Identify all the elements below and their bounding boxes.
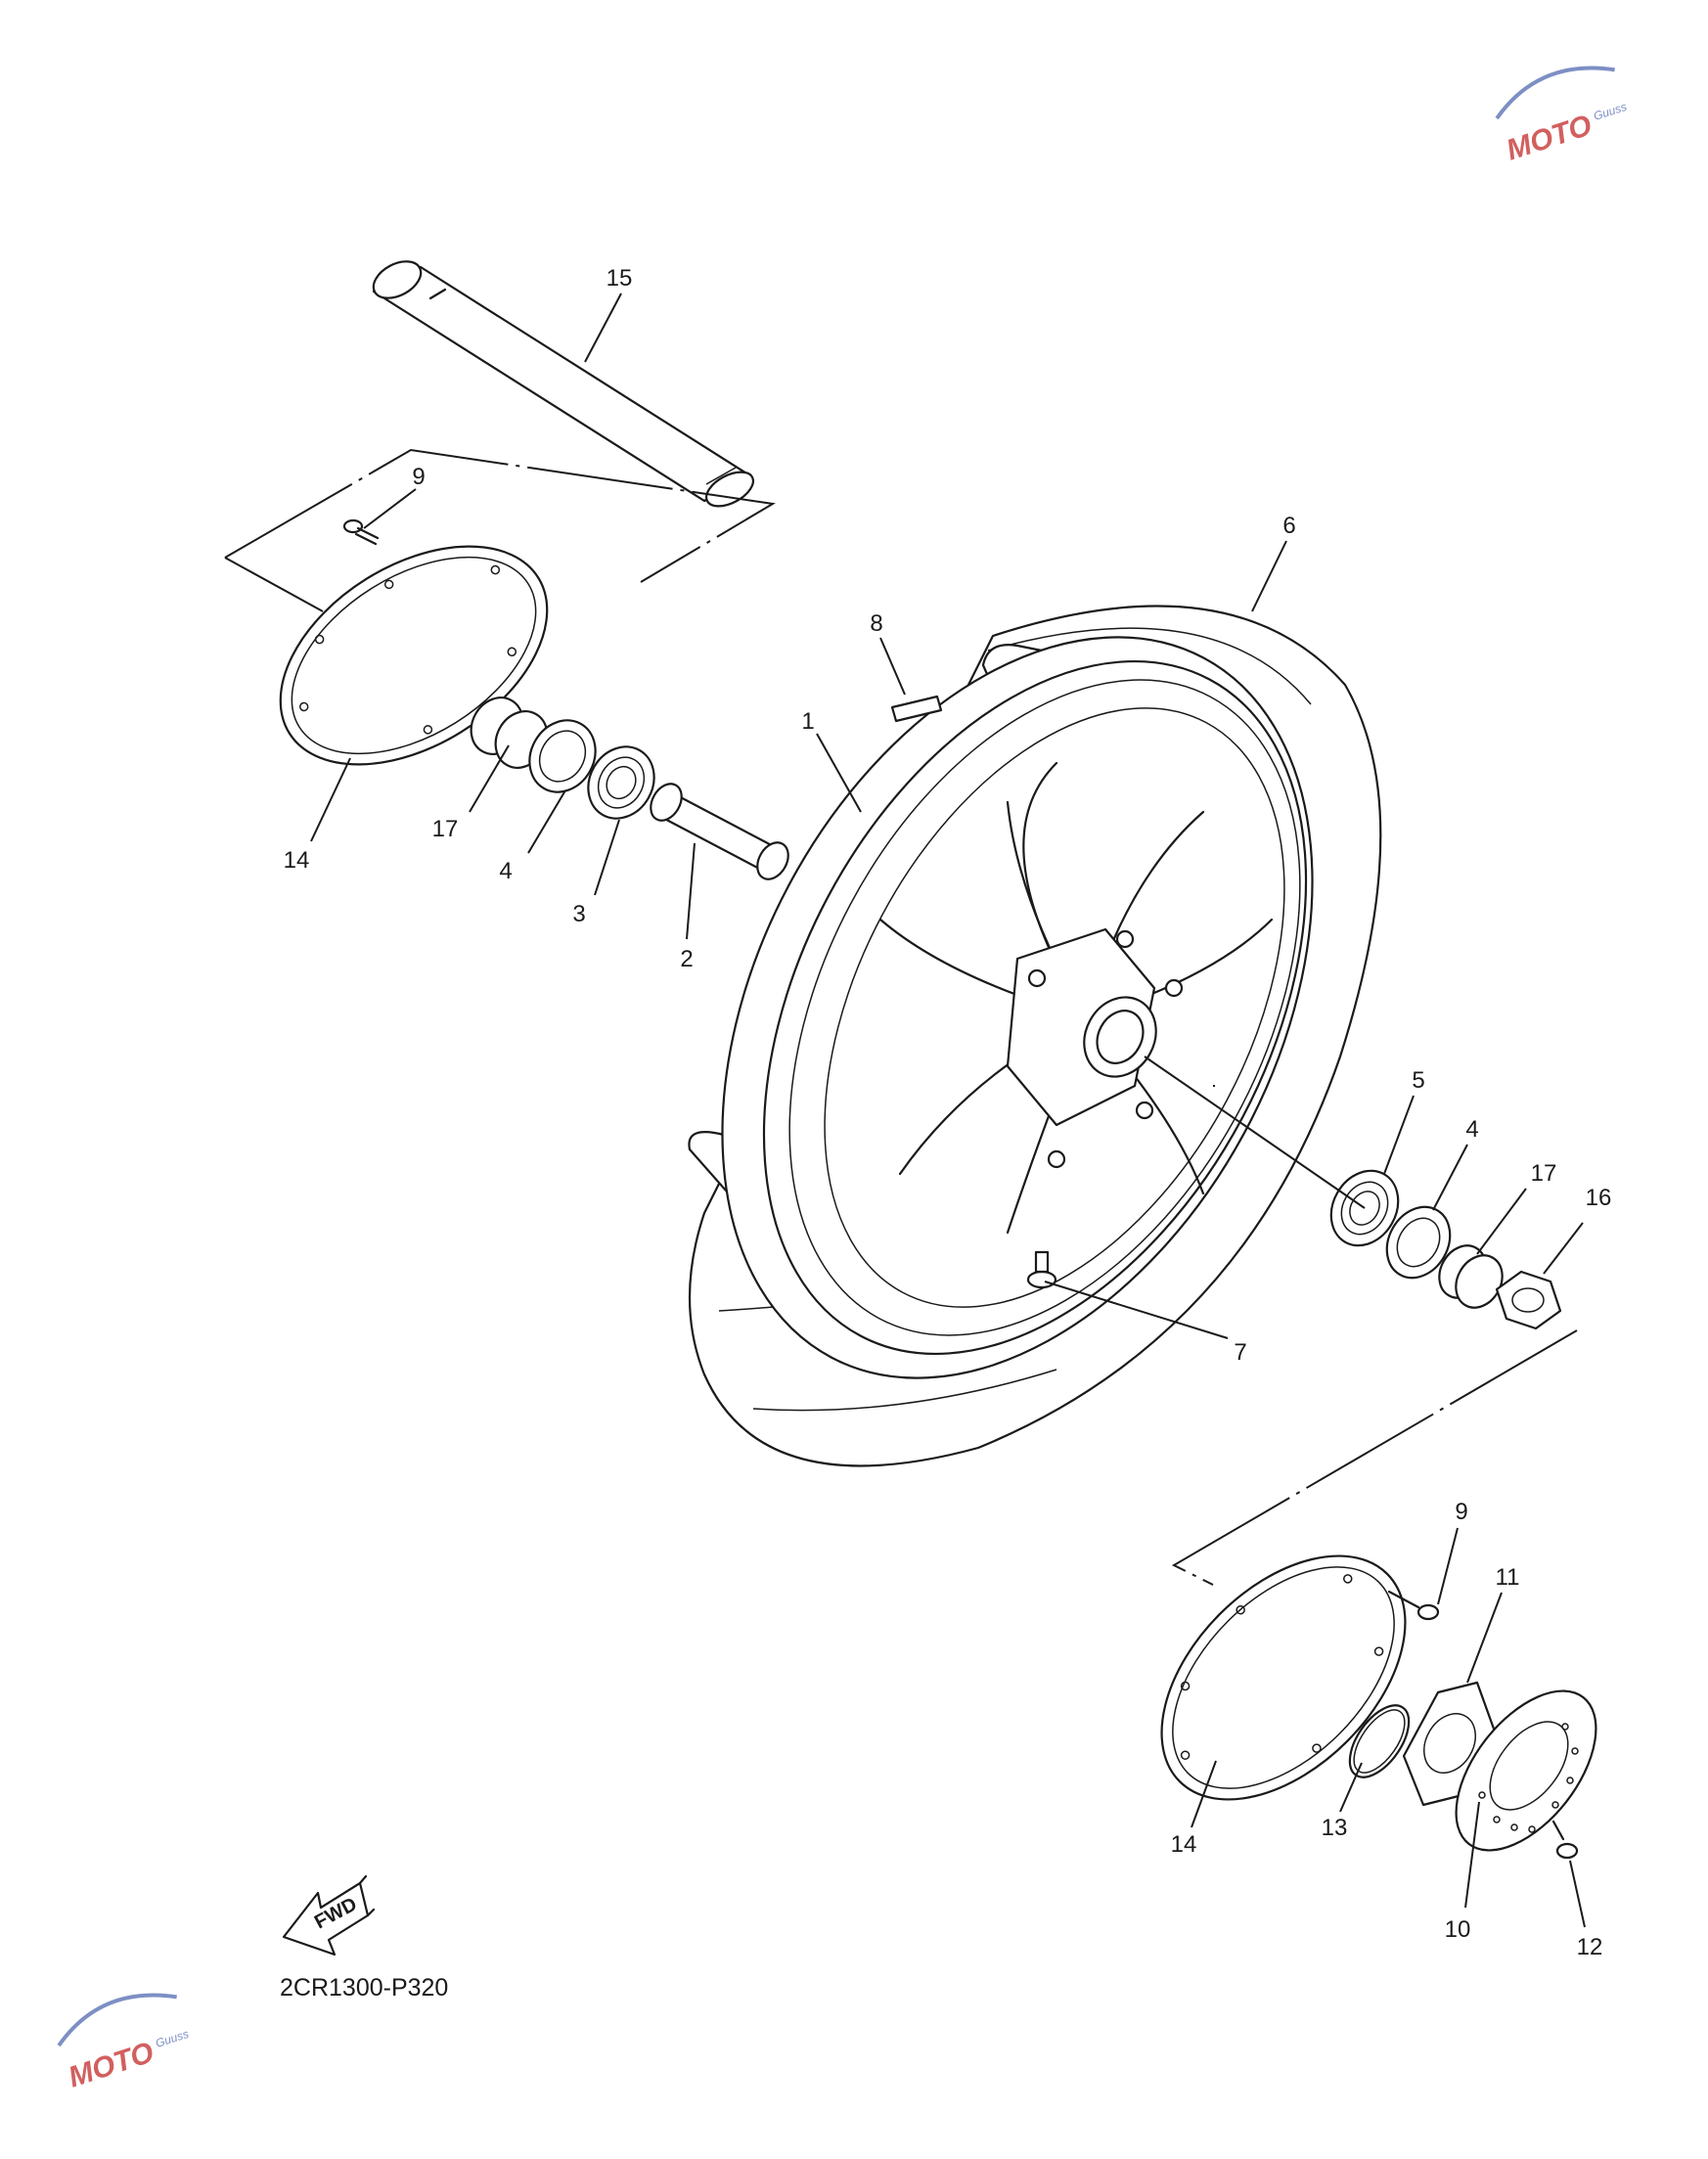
callout-6: 6 [1282, 513, 1295, 539]
callout-14-left: 14 [284, 847, 310, 874]
part-axle-nut[interactable] [1495, 1270, 1562, 1330]
callout-1: 1 [801, 708, 814, 735]
part-right-oil-seal[interactable] [1374, 1195, 1462, 1289]
callout-10: 10 [1445, 1916, 1471, 1943]
part-spacer[interactable] [645, 779, 794, 885]
callout-7: 7 [1234, 1339, 1246, 1366]
callout-13: 13 [1322, 1815, 1348, 1841]
part-axle[interactable] [368, 254, 759, 514]
assembly-guide-upper-left [224, 557, 324, 612]
leader-lines [310, 292, 1586, 1928]
fwd-arrow-icon: FWD [282, 1874, 376, 1957]
part-wheel-rim[interactable] [603, 536, 1432, 1479]
callout-2: 2 [680, 946, 693, 972]
callout-16: 16 [1586, 1185, 1612, 1211]
svg-text:MOTO: MOTO [1503, 109, 1596, 166]
callout-17-left: 17 [432, 816, 459, 842]
callout-14-right: 14 [1171, 1831, 1197, 1858]
callout-9-right: 9 [1455, 1499, 1467, 1525]
callout-15: 15 [607, 265, 633, 292]
part-left-bearing[interactable] [575, 735, 666, 831]
callout-4-left: 4 [499, 858, 512, 884]
callout-8: 8 [870, 610, 882, 637]
part-right-collar[interactable] [1430, 1237, 1511, 1316]
part-brake-disc[interactable] [1429, 1666, 1624, 1875]
part-left-oil-seal[interactable] [517, 708, 607, 804]
svg-text:Guuss: Guuss [154, 2027, 190, 2050]
callout-9-left: 9 [412, 464, 425, 490]
part-left-bolt[interactable] [342, 518, 380, 546]
callout-5: 5 [1412, 1067, 1424, 1094]
diagram-code: 2CR1300-P320 [280, 1974, 448, 2002]
callout-labels: 15 9 6 8 1 17 4 3 2 14 5 4 17 16 7 9 11 … [284, 265, 1612, 1960]
part-disc-bolt[interactable] [1551, 1820, 1579, 1860]
axle-center-line [1144, 1056, 1366, 1209]
part-right-cover-plate[interactable] [1116, 1510, 1451, 1845]
callout-17-right: 17 [1531, 1160, 1557, 1187]
assembly-guide-upper [224, 448, 776, 583]
callout-12: 12 [1577, 1934, 1603, 1960]
part-right-bolt[interactable] [1387, 1590, 1440, 1621]
watermark-logo-bottom: MOTO Guuss [57, 1993, 191, 2093]
callout-4-right: 4 [1465, 1116, 1478, 1143]
part-balance-weight[interactable] [890, 695, 943, 723]
assembly-guide-lower [1171, 1329, 1578, 1586]
callout-3: 3 [572, 901, 585, 927]
watermark-logo-top: MOTO Guuss [1495, 66, 1629, 166]
callout-11: 11 [1496, 1564, 1520, 1591]
svg-text:MOTO: MOTO [65, 2036, 157, 2093]
svg-text:Guuss: Guuss [1592, 100, 1628, 123]
